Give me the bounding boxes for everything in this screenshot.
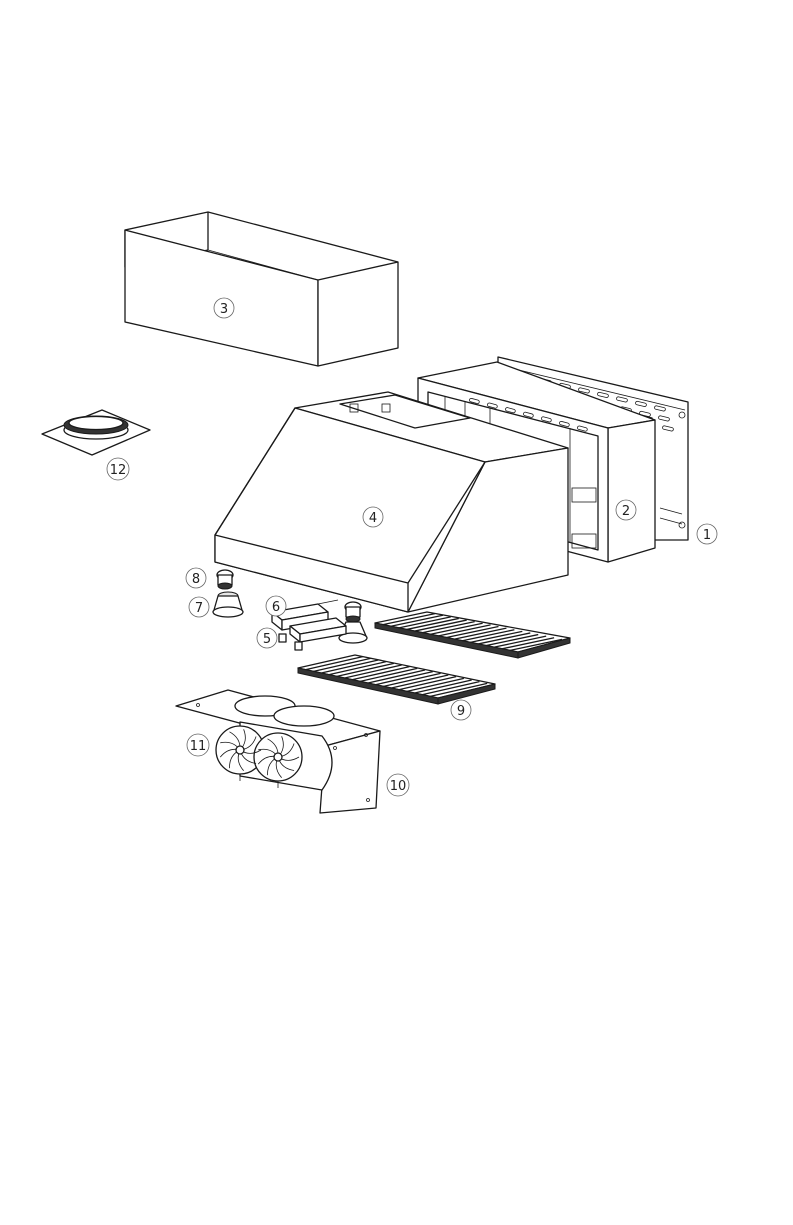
callout-4: 4 (363, 507, 383, 527)
part-light-housing (213, 592, 243, 617)
callout-5: 5 (257, 628, 277, 648)
svg-text:7: 7 (195, 601, 203, 616)
part-baffle-filter-rear (375, 612, 570, 658)
svg-text:3: 3 (220, 302, 228, 317)
svg-text:2: 2 (622, 504, 630, 519)
callout-8: 8 (186, 568, 206, 588)
part-light-bulb (217, 570, 233, 589)
part-duct-cover (125, 212, 398, 366)
part-duct-collar (42, 410, 150, 455)
svg-text:6: 6 (272, 600, 280, 615)
part-light-pair-right (339, 602, 367, 643)
svg-text:12: 12 (110, 463, 127, 478)
callout-9: 9 (451, 700, 471, 720)
svg-text:10: 10 (390, 779, 407, 794)
callout-12: 12 (107, 458, 129, 480)
callout-1: 1 (697, 524, 717, 544)
callout-10: 10 (387, 774, 409, 796)
svg-text:8: 8 (192, 572, 200, 587)
svg-text:11: 11 (190, 739, 207, 754)
callout-7: 7 (189, 597, 209, 617)
svg-text:4: 4 (369, 511, 377, 526)
callout-2: 2 (616, 500, 636, 520)
svg-text:5: 5 (263, 632, 271, 647)
callout-6: 6 (266, 596, 286, 616)
callout-11: 11 (187, 734, 209, 756)
callout-3: 3 (214, 298, 234, 318)
svg-text:9: 9 (457, 704, 465, 719)
svg-text:1: 1 (703, 528, 711, 543)
part-baffle-filter-front (298, 655, 495, 704)
